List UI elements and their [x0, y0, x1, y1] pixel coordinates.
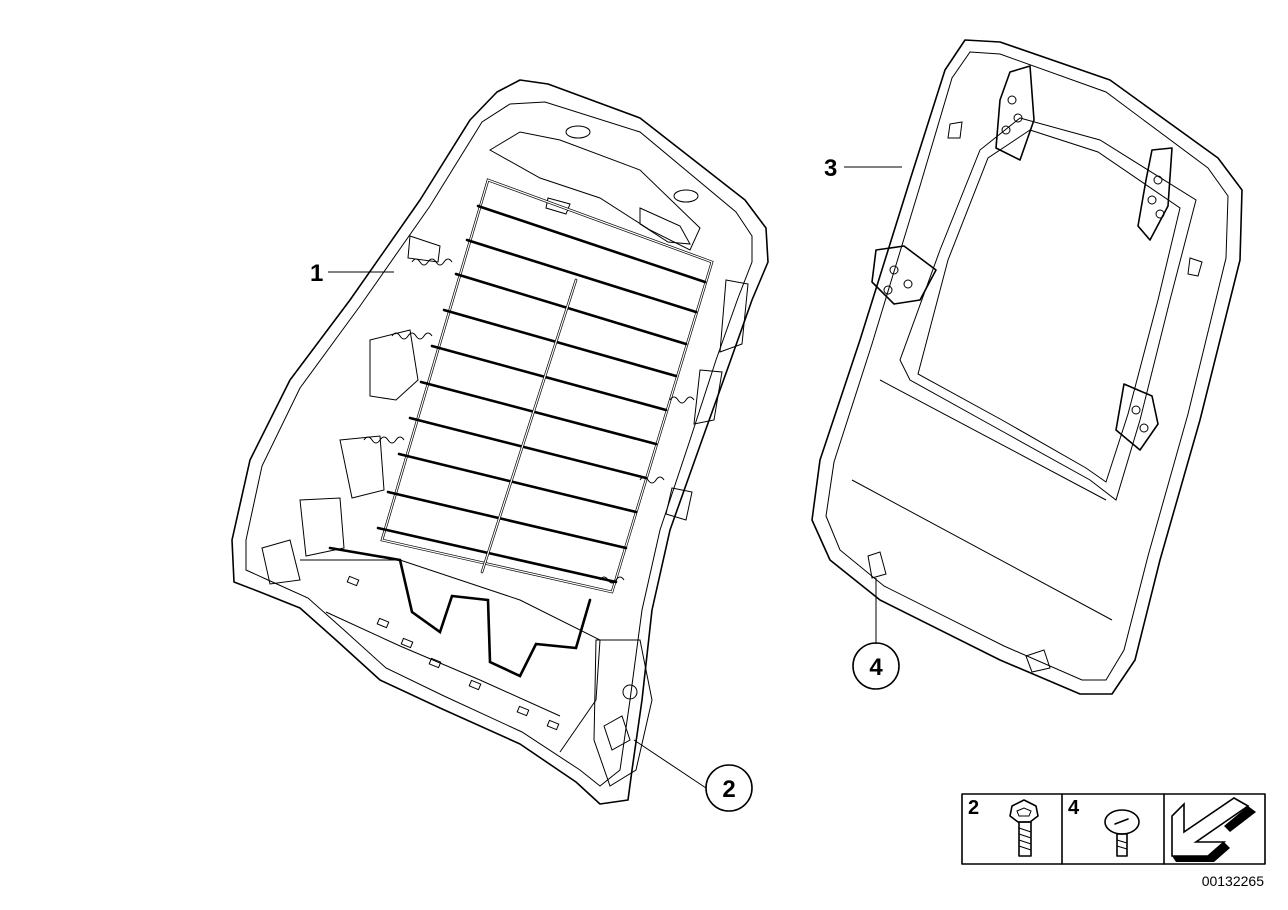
- legend-item-4-label: 4: [1068, 797, 1080, 819]
- callout-2-label: 2: [722, 776, 735, 803]
- callout-4: 4: [852, 578, 900, 690]
- document-number: 00132265: [1202, 873, 1265, 889]
- callout-3-label: 3: [824, 155, 837, 182]
- callout-4-label: 4: [869, 654, 883, 681]
- expanding-rivet-icon: [1104, 809, 1140, 857]
- callout-1: 1: [310, 260, 394, 287]
- legend-item-2-label: 2: [968, 797, 979, 819]
- rear-panel-clips: [867, 65, 1203, 673]
- right-springs: [599, 396, 695, 584]
- callout-2: 2: [633, 739, 753, 812]
- callout-3: 3: [824, 155, 902, 182]
- backrest-frame: [231, 79, 769, 805]
- callout-1-label: 1: [310, 260, 323, 287]
- screw-icon: [1009, 799, 1039, 857]
- left-springs: [363, 258, 453, 444]
- frame-slots: [346, 575, 560, 731]
- spring-mat-slats: [376, 204, 707, 584]
- parts-legend: 2 4: [961, 793, 1266, 865]
- rear-panel: [811, 39, 1243, 695]
- arrow-icon: [1171, 797, 1256, 862]
